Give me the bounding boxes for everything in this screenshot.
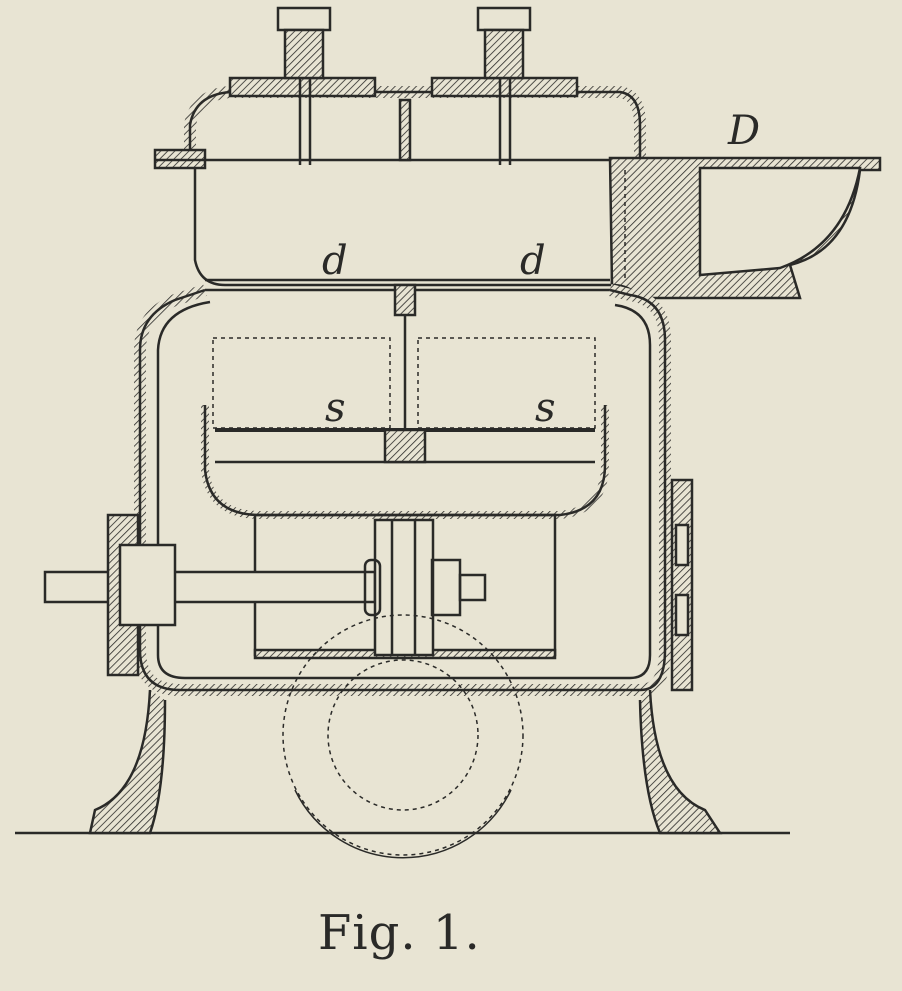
lower-body-outline (138, 288, 667, 692)
outlet-interior (698, 166, 862, 277)
bolt-head (476, 6, 532, 32)
sieve-box-left (212, 337, 391, 429)
shaft-end (458, 573, 487, 602)
shaft-collar (363, 558, 382, 617)
label-d-right: d (520, 238, 546, 284)
pulley-outer (282, 614, 524, 856)
left-bearing-bore (118, 543, 177, 627)
cover-plate-left (228, 76, 377, 98)
right-lug-slot-lower (674, 593, 690, 637)
bolt-right (476, 6, 532, 165)
label-s-left: s (325, 385, 346, 431)
upper-casing-outline (188, 90, 642, 160)
right-foot (638, 689, 723, 835)
left-foot (88, 689, 167, 835)
label-d-left: d (322, 238, 348, 284)
upper-chamber-wall (193, 168, 614, 287)
center-web (393, 283, 417, 317)
right-lug (670, 478, 694, 692)
shaft (43, 570, 377, 604)
crank-arm (373, 518, 435, 657)
cover-plate-right (430, 76, 579, 98)
right-lug-slot-upper (674, 523, 690, 567)
pulley-solid-arc (294, 789, 512, 859)
label-outlet: D (728, 108, 761, 154)
lower-body-inner-wall (156, 300, 652, 680)
shaft-nut (430, 558, 462, 617)
upper-casing (184, 86, 646, 160)
label-s-right: s (535, 385, 556, 431)
pulley-inner (327, 659, 479, 811)
bolt-head (276, 6, 332, 32)
bolt-left (276, 6, 332, 165)
upper-divider (398, 98, 412, 162)
tray-center-web (383, 428, 427, 464)
bolt-thread (483, 28, 525, 80)
sieve-box-right (417, 337, 596, 429)
bolt-thread (283, 28, 325, 80)
figure-caption: Fig. 1. (318, 905, 481, 961)
